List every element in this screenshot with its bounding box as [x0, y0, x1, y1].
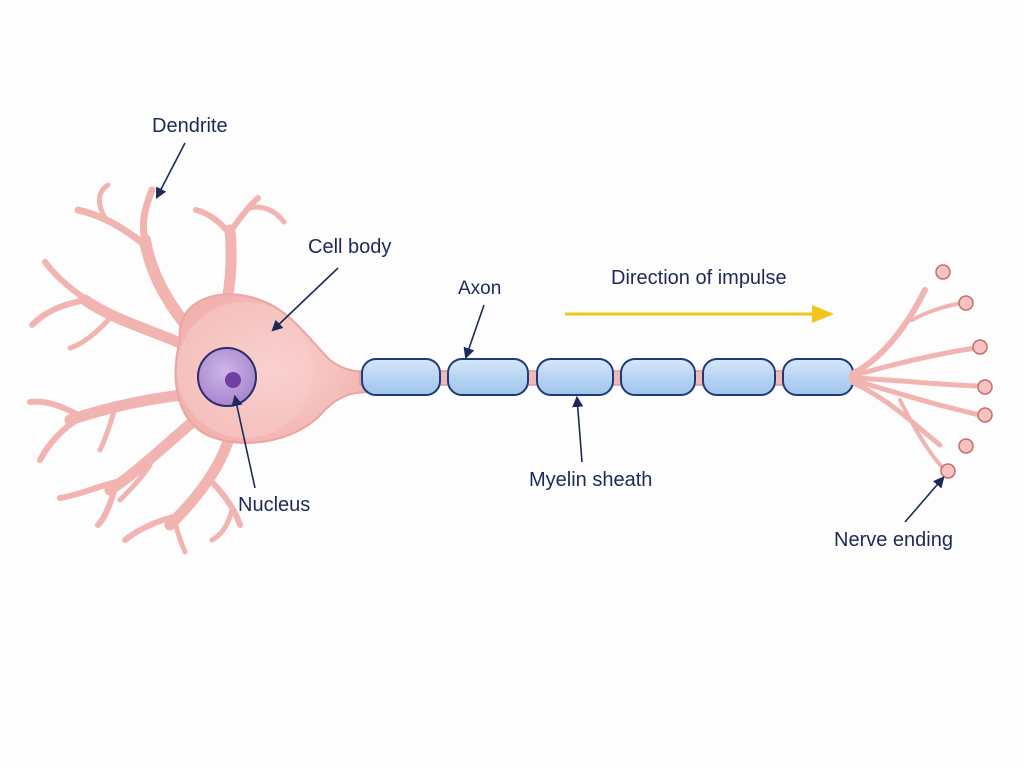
terminal-knob: [977, 379, 993, 395]
myelin-segments: [361, 358, 854, 396]
terminal-knob: [940, 463, 956, 479]
terminal-knob: [935, 264, 951, 280]
terminal-knob: [972, 339, 988, 355]
myelin-segment: [620, 358, 696, 396]
nucleus-leader: [231, 394, 256, 489]
nucleolus-shape: [225, 372, 241, 388]
label-cell-body: Cell body: [308, 236, 392, 258]
terminal-knob: [958, 295, 974, 311]
label-direction-of-impulse: Direction of impulse: [611, 267, 787, 289]
leader-arrows: [155, 142, 945, 523]
terminal-knobs: [935, 264, 993, 479]
terminal-knob: [977, 407, 993, 423]
terminal-knob: [958, 438, 974, 454]
myelin-segment: [361, 358, 441, 396]
axon-terminals: [849, 287, 983, 472]
label-myelin-sheath: Myelin sheath: [529, 469, 653, 491]
dendrites: [27, 182, 287, 555]
myelin-segment: [782, 358, 854, 396]
myelin-leader: [572, 395, 584, 463]
label-dendrite: Dendrite: [152, 115, 228, 137]
cell-body-leader: [271, 267, 339, 332]
myelin-segment: [536, 358, 614, 396]
label-nerve-ending: Nerve ending: [834, 529, 953, 551]
impulse-arrow: [565, 305, 834, 323]
label-axon: Axon: [458, 278, 502, 299]
label-nucleus: Nucleus: [238, 494, 311, 516]
nerve-ending-leader: [904, 476, 945, 523]
axon-leader: [463, 304, 485, 360]
dendrite-leader: [155, 142, 186, 199]
myelin-segment: [702, 358, 776, 396]
myelin-segment: [447, 358, 529, 396]
